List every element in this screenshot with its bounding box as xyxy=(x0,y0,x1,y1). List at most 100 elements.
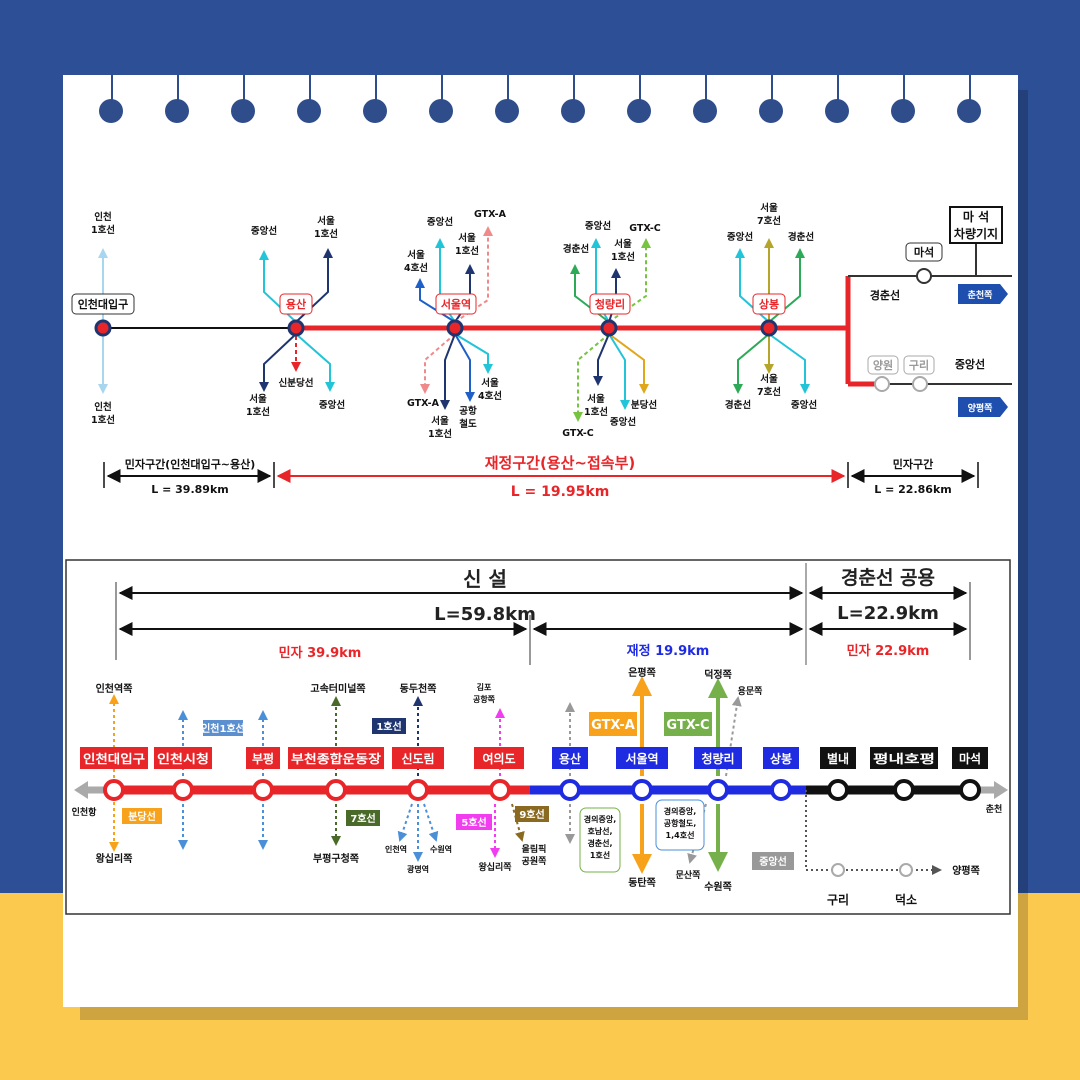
svg-text:1,4호선: 1,4호선 xyxy=(666,830,695,840)
header-new-line: 신 설 xyxy=(463,567,507,591)
to-chuncheon: 춘천쪽 xyxy=(968,289,993,301)
header-fiscal: 재정 19.9km xyxy=(627,643,710,659)
private1-length: L = 39.89km xyxy=(151,483,228,496)
svg-text:호남선,: 호남선, xyxy=(587,826,612,836)
svg-text:분당선: 분당선 xyxy=(631,399,657,411)
private1-title: 민자구간(인천대입구~용산) xyxy=(125,457,256,471)
svg-text:마석: 마석 xyxy=(959,751,981,766)
depot-label-2: 차량기지 xyxy=(954,226,998,241)
station-sangbong: 상봉 xyxy=(759,297,779,311)
svg-text:1호선: 1호선 xyxy=(91,414,115,426)
svg-text:서울: 서울 xyxy=(317,215,335,227)
private2-length: L = 22.86km xyxy=(874,483,951,496)
svg-text:1호선: 1호선 xyxy=(91,224,115,236)
badge-line1: 1호선 xyxy=(376,720,401,733)
svg-text:김포: 김포 xyxy=(477,682,492,692)
svg-text:공항: 공항 xyxy=(459,405,477,417)
svg-text:서울: 서울 xyxy=(249,393,267,405)
svg-text:왕십리쪽: 왕십리쪽 xyxy=(478,861,511,873)
svg-text:여의도: 여의도 xyxy=(482,751,515,766)
svg-text:1호선: 1호선 xyxy=(584,406,608,418)
svg-text:GTX-C: GTX-C xyxy=(562,428,594,439)
svg-text:7호선: 7호선 xyxy=(757,215,781,227)
header-private1: 민자 39.9km xyxy=(279,645,362,661)
svg-text:중앙선: 중앙선 xyxy=(251,225,277,237)
bottom-station-markers xyxy=(103,779,981,877)
svg-text:구리: 구리 xyxy=(827,892,849,907)
svg-text:경춘선: 경춘선 xyxy=(725,399,751,411)
bottom-schematic: 신 설 경춘선 공용 L=59.8km L=22.9km 민자 39.9km 재… xyxy=(65,559,1011,915)
header-private2: 민자 22.9km xyxy=(847,643,930,659)
station-guri: 구리 xyxy=(909,358,929,372)
svg-text:1호선: 1호선 xyxy=(314,228,338,240)
svg-text:공원쪽: 공원쪽 xyxy=(522,855,547,867)
svg-text:서울: 서울 xyxy=(587,393,605,405)
svg-text:경의중앙,: 경의중앙, xyxy=(664,806,696,816)
svg-text:부천종합운동장: 부천종합운동장 xyxy=(291,751,381,766)
svg-text:중앙선: 중앙선 xyxy=(585,220,611,232)
station-name-boxes xyxy=(71,206,1008,417)
svg-text:인천대입구: 인천대입구 xyxy=(83,751,145,766)
header-shared-length: L=22.9km xyxy=(837,603,939,624)
svg-text:서울: 서울 xyxy=(431,415,449,427)
svg-text:은평쪽: 은평쪽 xyxy=(628,666,656,679)
svg-text:중앙선: 중앙선 xyxy=(319,399,345,411)
badge-gtx-c: GTX-C xyxy=(666,718,709,733)
svg-text:GTX-A: GTX-A xyxy=(474,209,507,220)
svg-text:춘천: 춘천 xyxy=(986,803,1003,815)
badge-line7: 7호선 xyxy=(350,812,375,825)
station-symbols xyxy=(94,268,932,392)
svg-text:1호선: 1호선 xyxy=(611,251,635,263)
svg-text:덕소: 덕소 xyxy=(895,892,917,907)
svg-text:중앙선: 중앙선 xyxy=(610,416,636,428)
svg-text:부평구청쪽: 부평구청쪽 xyxy=(313,852,359,865)
svg-text:덕정쪽: 덕정쪽 xyxy=(704,668,732,681)
svg-text:수원역: 수원역 xyxy=(430,844,452,854)
svg-text:공항철도,: 공항철도, xyxy=(664,818,696,828)
svg-text:올림픽: 올림픽 xyxy=(522,843,547,855)
svg-text:서울: 서울 xyxy=(458,232,476,244)
svg-text:신분당선: 신분당선 xyxy=(279,377,314,389)
header-new-length: L=59.8km xyxy=(434,604,536,625)
svg-text:인천항: 인천항 xyxy=(72,806,98,818)
svg-text:인천시청: 인천시청 xyxy=(157,751,209,766)
badge-incheon1: 인천1호선 xyxy=(201,722,245,735)
svg-text:GTX-C: GTX-C xyxy=(629,223,661,234)
direction-labels: 인천역쪽 고속터미널쪽 동두천쪽 김포 공항쪽 은평쪽 덕정쪽 용문쪽 인천항 … xyxy=(72,666,1003,907)
svg-text:공항쪽: 공항쪽 xyxy=(473,694,496,704)
badge-jungang: 중앙선 xyxy=(759,855,787,868)
svg-text:양평쪽: 양평쪽 xyxy=(952,864,980,877)
line-gyeongchun: 경춘선 xyxy=(870,288,900,302)
svg-text:중앙선: 중앙선 xyxy=(727,231,753,243)
svg-text:평내호평: 평내호평 xyxy=(873,751,935,766)
svg-text:7호선: 7호선 xyxy=(757,386,781,398)
svg-text:1호선: 1호선 xyxy=(246,406,270,418)
svg-text:경춘선: 경춘선 xyxy=(563,243,589,255)
svg-text:1호선: 1호선 xyxy=(590,850,610,860)
svg-text:인천: 인천 xyxy=(94,212,111,223)
to-yangpyeong: 양평쪽 xyxy=(968,402,993,414)
svg-text:왕십리쪽: 왕십리쪽 xyxy=(96,852,133,865)
station-yangwon: 양원 xyxy=(873,358,893,372)
station-yongsan: 용산 xyxy=(286,297,306,311)
station-cheongnyangni: 청량리 xyxy=(595,297,625,311)
private2-title: 민자구간 xyxy=(893,457,933,471)
svg-text:고속터미널쪽: 고속터미널쪽 xyxy=(310,682,365,695)
svg-text:청량리: 청량리 xyxy=(701,751,734,766)
badge-bundang: 분당선 xyxy=(128,810,156,823)
svg-text:광명역: 광명역 xyxy=(407,864,429,874)
svg-text:수원쪽: 수원쪽 xyxy=(704,880,732,893)
svg-text:GTX-A: GTX-A xyxy=(407,398,440,409)
svg-text:경춘선: 경춘선 xyxy=(788,231,814,243)
station-seoul: 서울역 xyxy=(441,297,471,311)
header-shared: 경춘선 공용 xyxy=(841,567,935,589)
svg-text:1호선: 1호선 xyxy=(455,245,479,257)
svg-text:용산: 용산 xyxy=(559,751,581,766)
bottom-station-names: 인천대입구 인천시청 부평 부천종합운동장 신도림 여의도 용산 서울역 청량리… xyxy=(83,751,981,766)
line-badges xyxy=(122,712,794,873)
svg-text:인천역: 인천역 xyxy=(385,844,407,854)
svg-text:서울: 서울 xyxy=(614,238,632,250)
svg-text:서울: 서울 xyxy=(760,202,778,214)
